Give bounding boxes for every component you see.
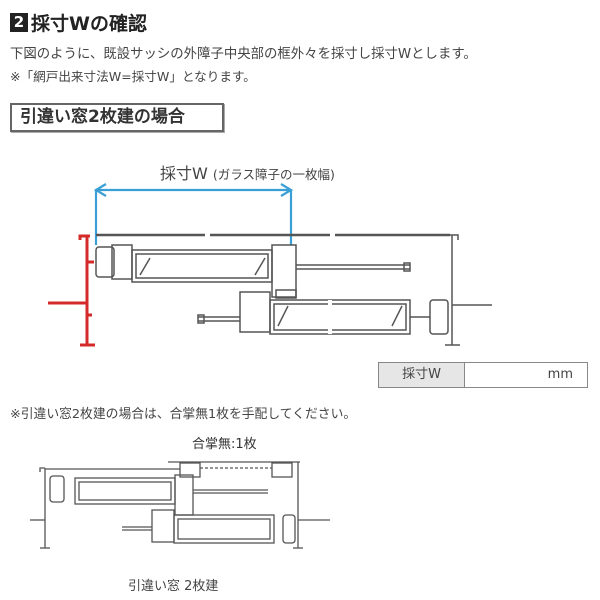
section-title: 採寸Wの確認 [31,13,147,35]
gassho-label: 合掌無:1枚 [192,437,257,452]
existing-frame [48,234,95,347]
section-description: 下図のように、既設サッシの外障子中央部の框外々を採寸し採寸Wとします。 [10,47,477,62]
diagram-caption: 引違い窓 2枚建 [128,579,219,594]
measurement-header: 採寸W [379,363,465,387]
section-heading: 2 採寸Wの確認 [10,9,147,36]
case-label-box: 引違い窓2枚建の場合 [10,103,224,132]
bottom-diagram [30,461,330,549]
dimension-label-sub: (ガラス障子の一枚幅) [212,167,335,182]
measurement-unit: mm [547,367,573,382]
dimension-label: 採寸W (ガラス障子の一枚幅) [160,160,335,184]
inner-sash [95,244,411,299]
measurement-value-cell[interactable]: mm [465,363,587,387]
measurement-table: 採寸W mm [378,362,588,388]
section-note: ※「網戸出来寸法W=採寸W」となります。 [10,69,256,84]
section-number-badge: 2 [10,13,28,32]
outer-sash [197,291,449,335]
dimension-label-main: 採寸W [160,164,208,183]
footer-note: ※引違い窓2枚建の場合は、合掌無1枚を手配してください。 [10,407,357,422]
